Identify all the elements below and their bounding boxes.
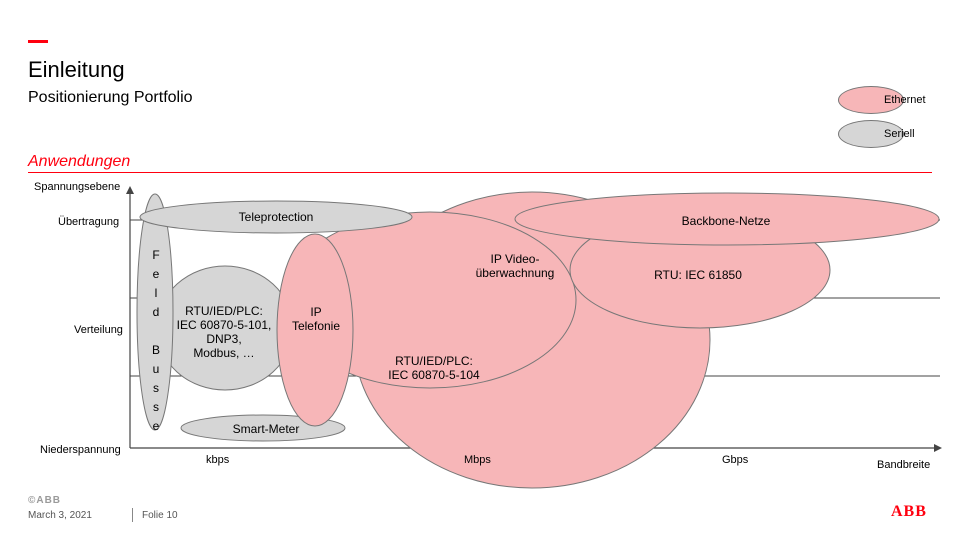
- x-tick-mbps: Mbps: [464, 454, 491, 466]
- y-level-niederspannung: Niederspannung: [40, 444, 121, 456]
- legend-ethernet-label: Ethernet: [884, 94, 926, 106]
- ip-video-label: IP Video- überwachnung: [475, 252, 555, 280]
- page-subtitle: Positionierung Portfolio: [28, 89, 193, 106]
- y-axis-title: Spannungsebene: [34, 181, 121, 193]
- x-tick-kbps: kbps: [206, 454, 230, 466]
- footer-brand: ©ABB: [28, 495, 62, 506]
- y-axis-arrow: [126, 186, 134, 194]
- y-level-verteilung: Verteilung: [74, 324, 123, 336]
- legend-seriell-swatch: [838, 120, 904, 148]
- x-axis-title: Bandbreite: [877, 459, 931, 471]
- smart-meter-label: Smart-Meter: [232, 422, 300, 436]
- footer-page-number: Folie 10: [142, 510, 178, 521]
- title-accent-bar: [28, 40, 48, 43]
- section-heading: Anwendungen: [28, 153, 131, 170]
- footer-separator: [132, 508, 133, 522]
- ip-telefonie-label: IP Telefonie: [291, 305, 341, 333]
- x-axis-arrow: [934, 444, 942, 452]
- legend-ethernet-swatch: [838, 86, 904, 114]
- footer-date: March 3, 2021: [28, 510, 92, 521]
- rtu-101-label: RTU/IED/PLC: IEC 60870-5-101, DNP3, Modb…: [176, 304, 272, 360]
- feldbus-label: F e l d B u s s e: [151, 248, 160, 433]
- backbone-ellipse: [514, 192, 940, 246]
- abb-logo: ABB: [891, 503, 927, 520]
- feldbus-ellipse: [136, 193, 174, 431]
- x-tick-gbps: Gbps: [722, 454, 749, 466]
- section-divider: [28, 172, 932, 173]
- teleprotection-label: Teleprotection: [238, 210, 314, 224]
- ip-telefonie-ellipse: [276, 233, 354, 427]
- backbone-label: Backbone-Netze: [681, 214, 771, 228]
- page-title: Einleitung: [28, 57, 125, 82]
- rtu-104-label: RTU/IED/PLC: IEC 60870-5-104: [388, 354, 480, 382]
- rtu-61850-label: RTU: IEC 61850: [654, 268, 742, 282]
- y-level-uebertragung: Übertragung: [58, 216, 120, 228]
- legend-seriell-label: Seriell: [884, 128, 915, 140]
- teleprotection-ellipse: [139, 200, 413, 234]
